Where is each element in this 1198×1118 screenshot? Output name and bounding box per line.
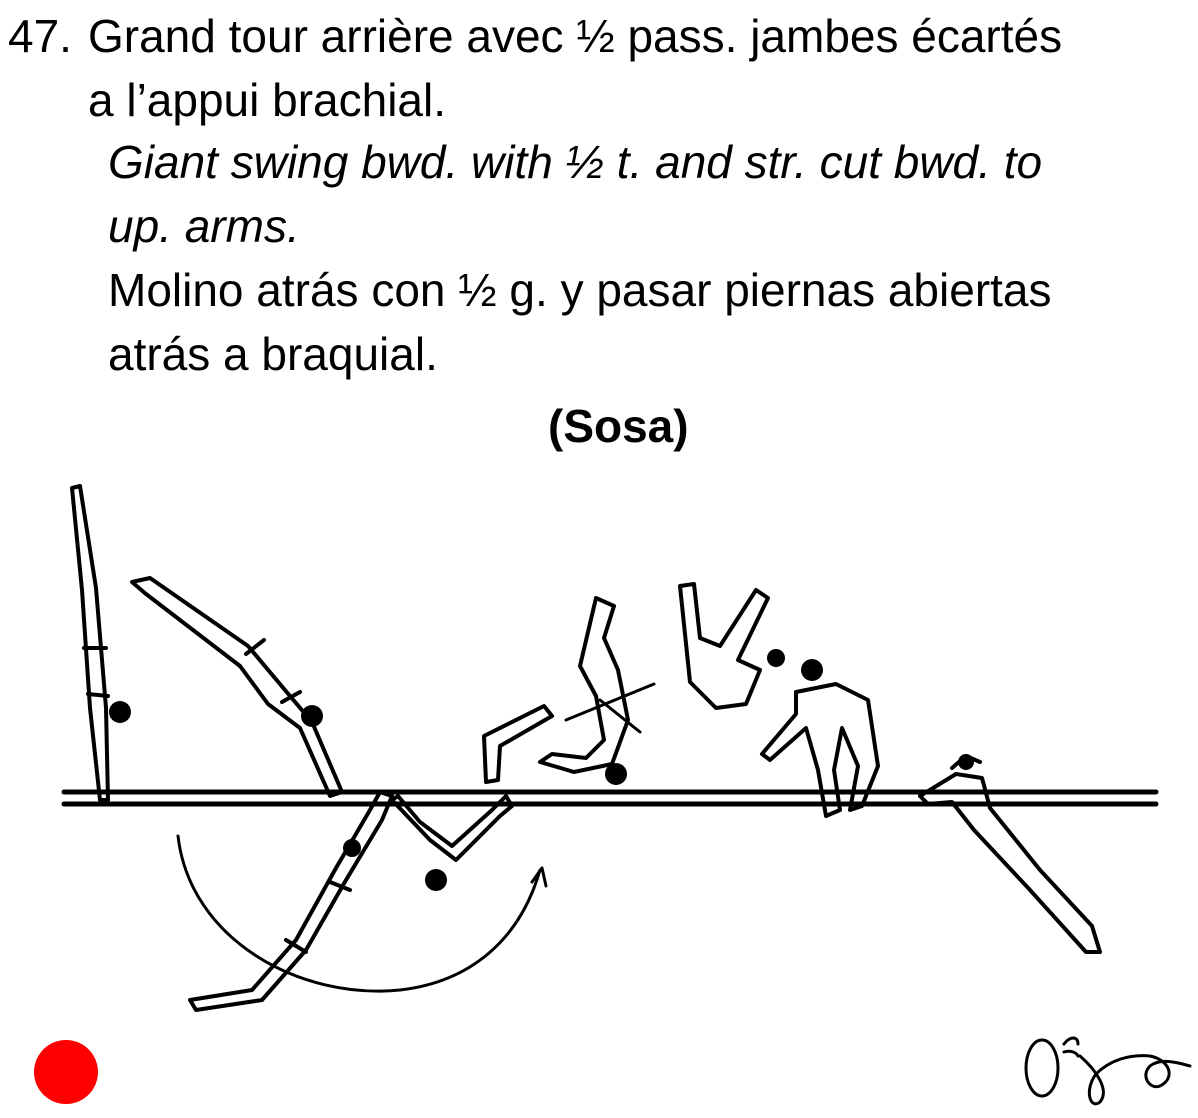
gymnast-figure-under-bar — [188, 790, 394, 1012]
gymnast-figure-inverted — [678, 582, 785, 710]
english-description-line-1: Giant swing bwd. with ½ t. and str. cut … — [108, 136, 1043, 188]
spanish-description-line-2: atrás a braquial. — [108, 328, 438, 380]
gymnast-figure-final — [918, 754, 1102, 954]
element-number: 47. — [8, 10, 72, 62]
artist-signature-logo — [1024, 1036, 1192, 1106]
gymnast-figure-pike — [130, 576, 344, 798]
spanish-description-line-1: Molino atrás con ½ g. y pasar piernas ab… — [108, 264, 1052, 316]
gymnast-illustration — [61, 484, 1192, 1106]
swing-arc — [176, 834, 542, 993]
french-description-line-2: a l’appui brachial. — [88, 74, 447, 126]
gymnast-figure-upper-arm-support — [760, 659, 880, 818]
bar — [61, 789, 1159, 807]
gymnast-figure-straddle — [482, 596, 656, 785]
french-description-line-1: Grand tour arrière avec ½ pass. jambes é… — [88, 10, 1063, 62]
gymnast-figure-handstand — [70, 484, 131, 802]
author-name: (Sosa) — [548, 400, 689, 452]
english-description-line-2: up. arms. — [108, 200, 300, 252]
gymnast-figure-swing-up — [390, 794, 514, 891]
red-marker-dot — [34, 1040, 98, 1104]
